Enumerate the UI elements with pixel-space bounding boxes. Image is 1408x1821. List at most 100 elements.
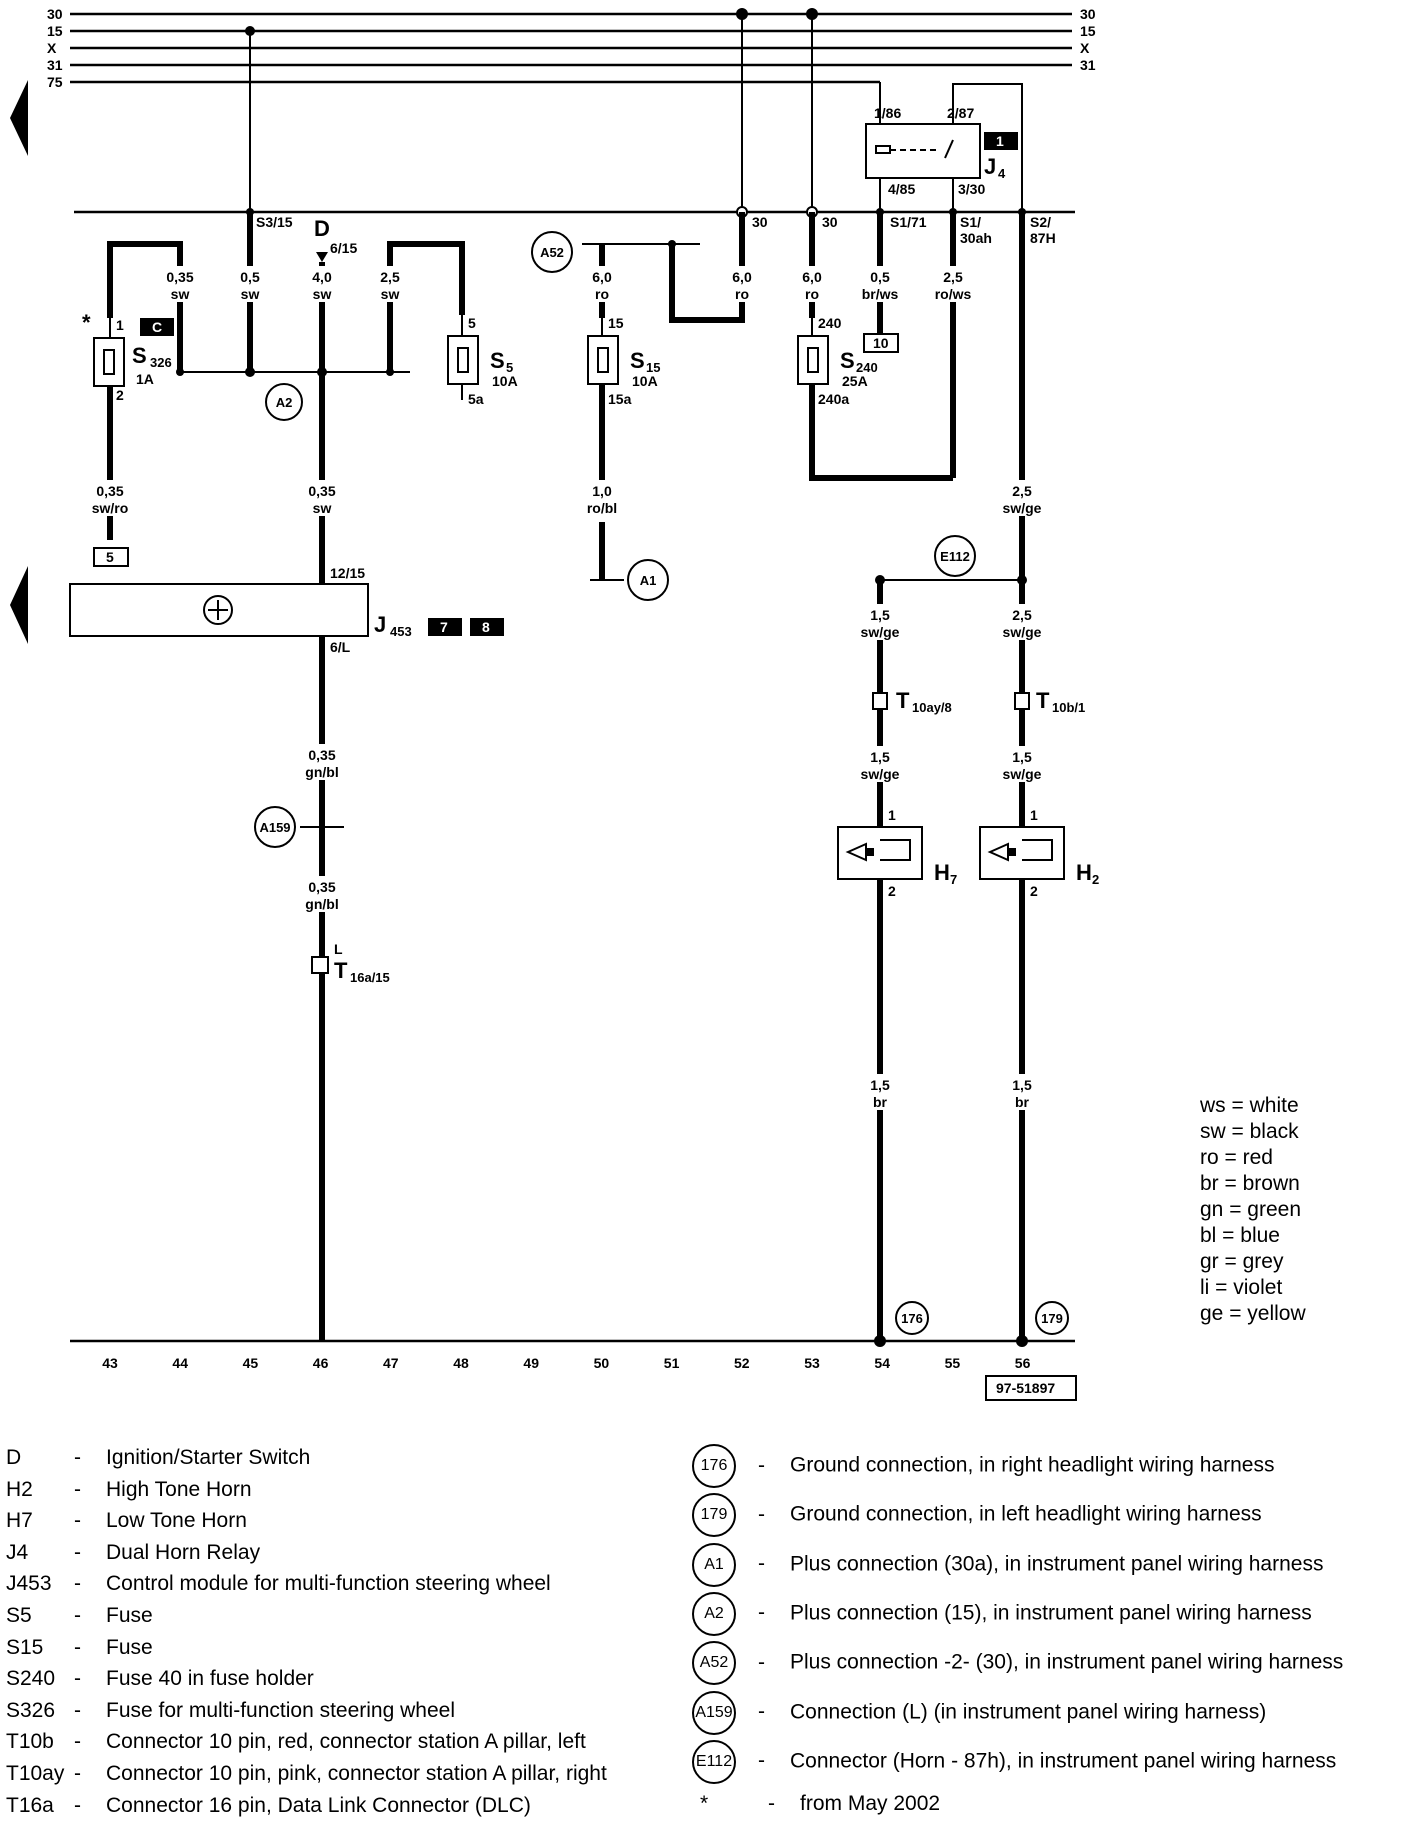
key-code: A2 <box>690 1591 758 1636</box>
wire-label-bg <box>296 266 348 302</box>
wire-label-bg <box>786 266 838 302</box>
key-desc: Fuse 40 in fuse holder <box>106 1667 314 1691</box>
key-row: A2-Plus connection (15), in instrument p… <box>690 1591 1312 1636</box>
key-code: T16a <box>6 1793 54 1817</box>
terminal-s1-30ah: S1/ <box>960 214 981 230</box>
key-row: A159-Connection (L) (in instrument panel… <box>690 1690 1266 1735</box>
key-code-circle: 176 <box>692 1444 736 1488</box>
key-row: S240-Fuse 40 in fuse holder <box>6 1664 314 1694</box>
wire-size: 1,5 <box>870 749 890 765</box>
wire-label-bg <box>296 480 348 516</box>
wire-size: 1,5 <box>870 607 890 623</box>
legend-ge: ge = yellow <box>1200 1302 1306 1325</box>
wire-size: 0,5 <box>870 269 890 285</box>
key-dash: - <box>758 1453 765 1477</box>
wire-color: sw/ge <box>1003 766 1042 782</box>
terminal-30-b: 30 <box>822 214 838 230</box>
key-dash: - <box>74 1446 81 1469</box>
junction-circle <box>934 535 976 577</box>
wire-size: 0,35 <box>96 483 123 499</box>
bus-label-31: 31 <box>47 57 63 73</box>
key-desc: Fuse for multi-function steering wheel <box>106 1698 455 1722</box>
wire-label-bg <box>854 266 906 302</box>
junction-label: 176 <box>901 1311 923 1326</box>
wire-color: ro/bl <box>587 500 617 516</box>
wire-size: 2,5 <box>1012 607 1032 623</box>
t10ay-label-sub: 10ay/8 <box>912 700 952 715</box>
h2-label: H <box>1076 860 1092 885</box>
key-code: J453 <box>6 1572 52 1596</box>
t16a-label-sub: 16a/15 <box>350 970 390 985</box>
s5-pin-5a: 5a <box>468 391 484 407</box>
wire-label-bg <box>224 266 276 302</box>
wire-color: br <box>873 1094 888 1110</box>
legend-br: br = brown <box>1200 1172 1300 1195</box>
s326-ref: C <box>152 319 162 335</box>
bus-lines: 30 15 X 31 75 30 15 X 31 <box>47 6 1096 90</box>
bus-label-30: 30 <box>47 6 63 22</box>
control-module-j453: 12/15 6/L J 453 7 8 <box>69 560 504 1340</box>
j4-pin-2: 2/87 <box>947 105 974 121</box>
wiring-diagram: 30 15 X 31 75 30 15 X 31 1/86 2/87 4/85 … <box>10 6 1099 1401</box>
h7-label-sub: 7 <box>950 872 957 887</box>
wire-color: ro/ws <box>935 286 972 302</box>
legend-gr: gr = grey <box>1200 1250 1284 1273</box>
terminal-s2-87h: S2/ <box>1030 214 1051 230</box>
key-code: D <box>6 1446 22 1469</box>
fuse-s240: 240 240a S 240 25A <box>797 315 953 481</box>
key-row: D-Ignition/Starter Switch <box>6 1443 310 1473</box>
wire-color: br/ws <box>862 286 899 302</box>
key-dash: - <box>74 1572 81 1596</box>
wire-label-bg <box>854 746 906 782</box>
column-number: 43 <box>102 1355 118 1371</box>
key-row: S326-Fuse for multi-function steering wh… <box>6 1696 455 1726</box>
terminal-s3-15: S3/15 <box>256 214 293 230</box>
key-desc: Connector 10 pin, red, connector station… <box>106 1730 586 1754</box>
wire-color: sw/ge <box>1003 500 1042 516</box>
wire-color: sw <box>241 286 260 302</box>
junction-label: A1 <box>640 573 657 588</box>
key-dash: - <box>74 1540 81 1564</box>
key-desc: Plus connection -2- (30), in instrument … <box>790 1650 1344 1674</box>
column-number: 56 <box>1015 1355 1031 1371</box>
key-code: H2 <box>6 1477 33 1501</box>
key-dash: - <box>758 1650 765 1674</box>
wire-size: 1,0 <box>592 483 612 499</box>
key-code: * <box>700 1792 709 1816</box>
s15-pin-15a: 15a <box>608 391 632 407</box>
legend-bl: bl = blue <box>1200 1224 1280 1247</box>
h7-pin-1: 1 <box>888 807 896 823</box>
junction-circle <box>1035 1301 1069 1335</box>
continuation-arrow-top <box>10 80 28 156</box>
continuation-arrow-mid <box>10 566 28 644</box>
key-row: H2-High Tone Horn <box>6 1475 252 1505</box>
s240-pin-240: 240 <box>818 315 842 331</box>
fuse-s5: 5 5a S 5 10A <box>447 315 518 407</box>
terminal-30-a: 30 <box>752 214 768 230</box>
wire-size: 1,5 <box>1012 1077 1032 1093</box>
key-desc: Control module for multi-function steeri… <box>106 1572 551 1596</box>
column-number: 45 <box>243 1355 259 1371</box>
bus-label-right-x: X <box>1080 40 1090 56</box>
j453-pin-12-15: 12/15 <box>330 565 365 581</box>
s240-label: S <box>840 348 855 373</box>
wire-label-bg <box>154 266 206 302</box>
key-code-circle: A2 <box>692 1591 736 1636</box>
wire-size: 6,0 <box>592 269 612 285</box>
key-dash: - <box>74 1509 81 1533</box>
s5-pin-5: 5 <box>468 315 476 331</box>
s15-pin-15: 15 <box>608 315 624 331</box>
j453-pin-6-l: 6/L <box>330 639 351 655</box>
key-row: A1-Plus connection (30a), in instrument … <box>690 1542 1323 1587</box>
j4-pin-1: 1/86 <box>874 105 901 121</box>
column-number: 53 <box>804 1355 820 1371</box>
s5-label: S <box>490 348 505 373</box>
wire-size: 1,5 <box>870 1077 890 1093</box>
wire-size: 4,0 <box>312 269 332 285</box>
key-row: 179-Ground connection, in left headlight… <box>690 1493 1262 1538</box>
s326-pin-1: 1 <box>116 317 124 333</box>
terminal-s2-87h-b: 87H <box>1030 230 1056 246</box>
wire-color: ro <box>595 286 609 302</box>
legend-ws: ws = white <box>1200 1094 1299 1117</box>
wire-color: br <box>1015 1094 1030 1110</box>
